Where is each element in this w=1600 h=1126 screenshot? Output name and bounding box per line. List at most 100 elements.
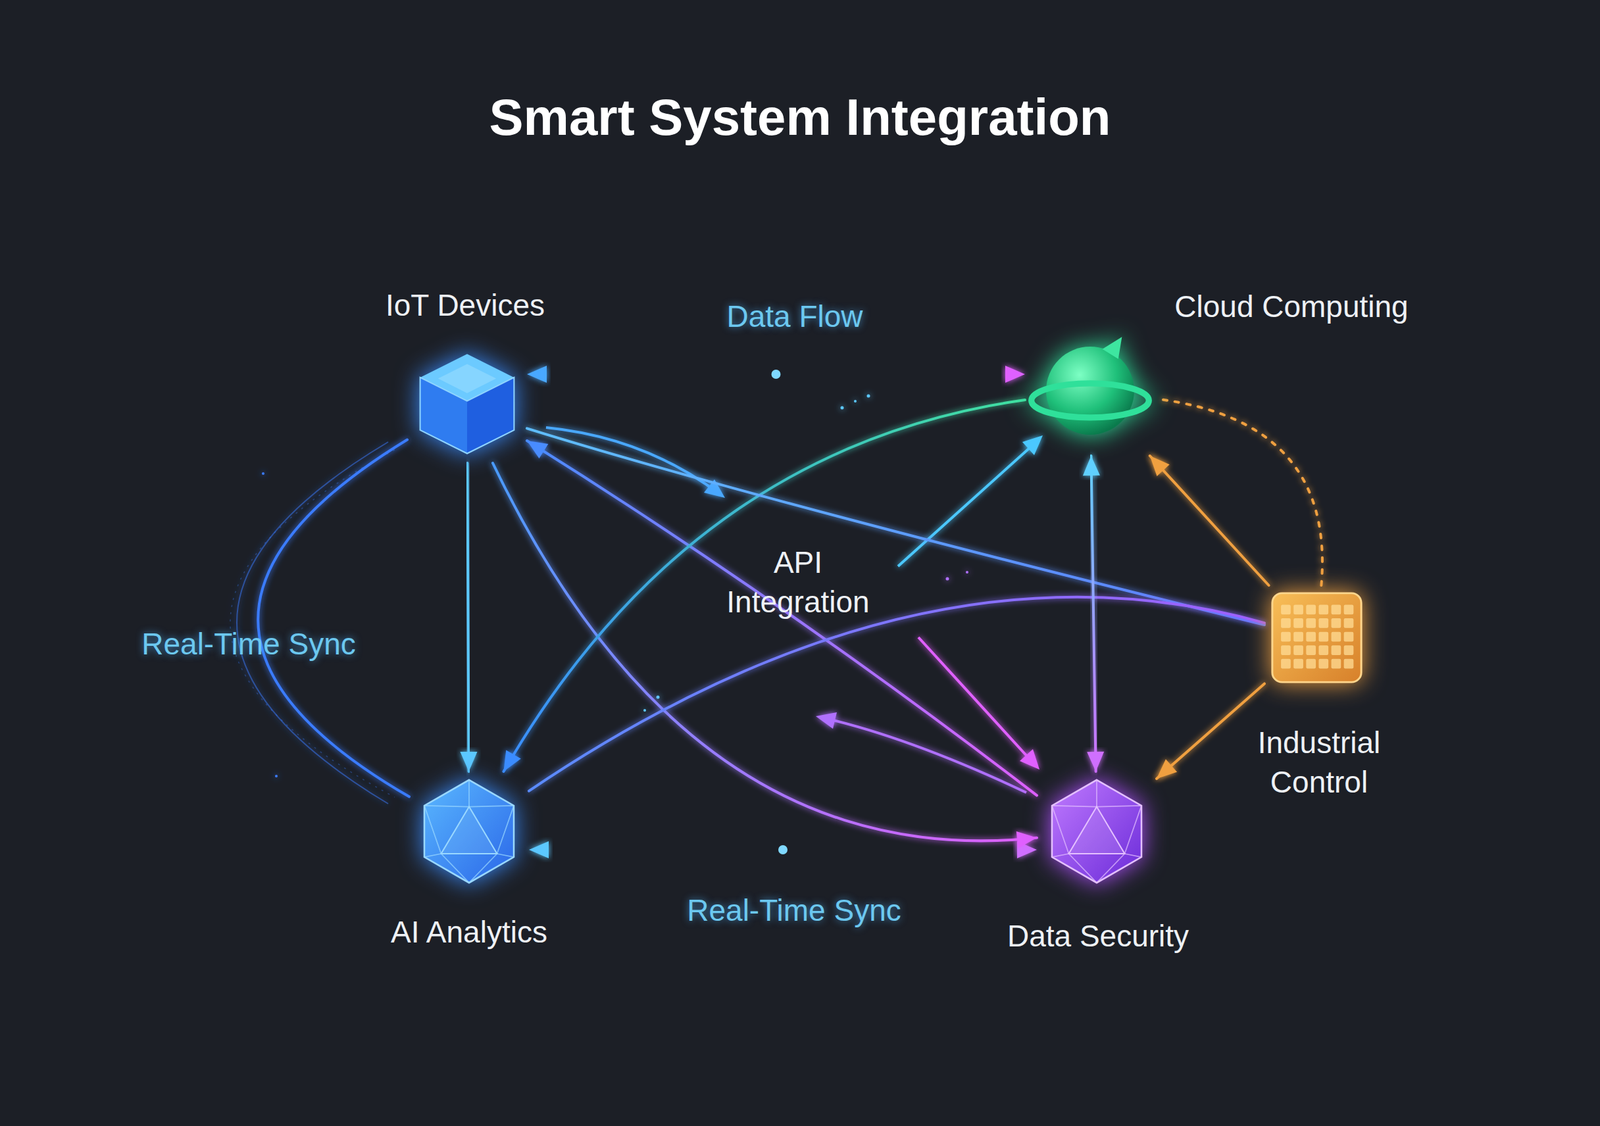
connector (492, 463, 1037, 841)
shape-part (1344, 659, 1354, 670)
industrial-chip: Industrial Control (1268, 589, 1366, 687)
edge-group (257, 365, 1323, 859)
shape-part (1280, 645, 1291, 656)
arrow-head (528, 841, 549, 859)
shape-part (1344, 632, 1354, 643)
connector (1090, 455, 1096, 772)
shape-part (1293, 618, 1304, 629)
particle (965, 571, 969, 574)
particle (261, 472, 265, 475)
shape-part (1051, 780, 1142, 883)
edge-label: Real-Time Sync (686, 891, 901, 931)
arrow-head (1082, 455, 1100, 476)
shape-part (441, 807, 498, 854)
node-label: AI Analytics (350, 913, 588, 953)
shape-part (1344, 645, 1354, 656)
particle (656, 696, 660, 700)
connector (257, 440, 410, 798)
echo-arc (230, 450, 395, 798)
iot-cube: IoT Devices (411, 347, 524, 460)
edge-label: Data Flow (726, 297, 863, 337)
diagram-title: Smart System Integration (489, 87, 1112, 148)
shape-part (411, 347, 524, 460)
shape-part (1268, 589, 1366, 687)
particle (853, 400, 857, 403)
edge-label: Real-Time Sync (141, 625, 356, 665)
shape-part (1280, 632, 1291, 643)
shape-part (1331, 659, 1342, 670)
arrow-head (1005, 365, 1025, 383)
shape-part (1318, 659, 1329, 670)
shape-part (1318, 645, 1329, 656)
shape-part (1040, 775, 1153, 888)
node-label: Industrial Control (1233, 723, 1405, 803)
shape-part (413, 775, 525, 888)
cloud-sphere: Cloud Computing (1028, 329, 1152, 452)
shape-part (1318, 618, 1329, 629)
shape-part (1293, 659, 1304, 670)
arrow-head (1019, 749, 1040, 770)
ai-icosahedron: AI Analytics (413, 775, 525, 888)
shape-part (424, 780, 514, 883)
shape-part (1031, 383, 1150, 418)
arrow-head (503, 750, 522, 772)
shape-part (1318, 605, 1329, 616)
arrow-head (459, 751, 477, 772)
echo-arc (236, 442, 389, 804)
shape-part (1280, 618, 1291, 629)
arrow-head (526, 365, 547, 383)
arrow-head (1022, 435, 1043, 456)
connector (528, 597, 1265, 792)
shape-part (1331, 645, 1342, 656)
node-label: Data Security (966, 917, 1230, 957)
node-label: Cloud Computing (1140, 287, 1443, 327)
security-icosahedron: Data Security (1040, 775, 1153, 888)
decor-group (230, 394, 1043, 805)
shape-part (1318, 632, 1329, 643)
shape-part (1051, 780, 1142, 883)
connector (1150, 455, 1270, 586)
arrow-head (1156, 759, 1177, 779)
connector (503, 400, 1025, 772)
arrow-head (1086, 751, 1104, 772)
shape-part (1344, 605, 1354, 616)
shape-part (1305, 632, 1316, 643)
particle (867, 394, 871, 399)
mid-dot (778, 845, 788, 855)
shape-part (1305, 605, 1316, 616)
particle (643, 709, 647, 712)
api-arrow (918, 637, 1037, 767)
shape-part (1293, 605, 1304, 616)
arrow-head (526, 440, 549, 459)
shape-part (1305, 659, 1316, 670)
particle (840, 406, 845, 410)
shape-part (1102, 336, 1123, 359)
shape-part (1280, 605, 1291, 616)
arrow-head (1150, 455, 1170, 477)
shape-part (1280, 659, 1291, 670)
api-arrow (898, 442, 1037, 567)
shape-part (1069, 807, 1125, 854)
node-label: IoT Devices (346, 286, 584, 326)
mid-dot (771, 369, 781, 379)
arrow-head (1016, 831, 1037, 849)
shape-part (1331, 632, 1342, 643)
shape-part (1305, 645, 1316, 656)
shape-part (1272, 593, 1362, 683)
shape-part (1293, 645, 1304, 656)
shape-part (1028, 329, 1152, 452)
shape-part (1331, 605, 1342, 616)
particle (946, 577, 950, 581)
connector (1156, 683, 1265, 779)
shape-part (1293, 632, 1304, 643)
shape-part (1344, 618, 1354, 629)
shape-part (424, 780, 514, 883)
particle (275, 775, 278, 778)
free-label: API Integration (712, 543, 884, 623)
connector (467, 463, 469, 772)
shape-part (420, 377, 515, 454)
shape-part (1046, 346, 1135, 435)
connector (1155, 398, 1323, 586)
flow-arrow (819, 717, 1027, 793)
shape-part (1331, 618, 1342, 629)
